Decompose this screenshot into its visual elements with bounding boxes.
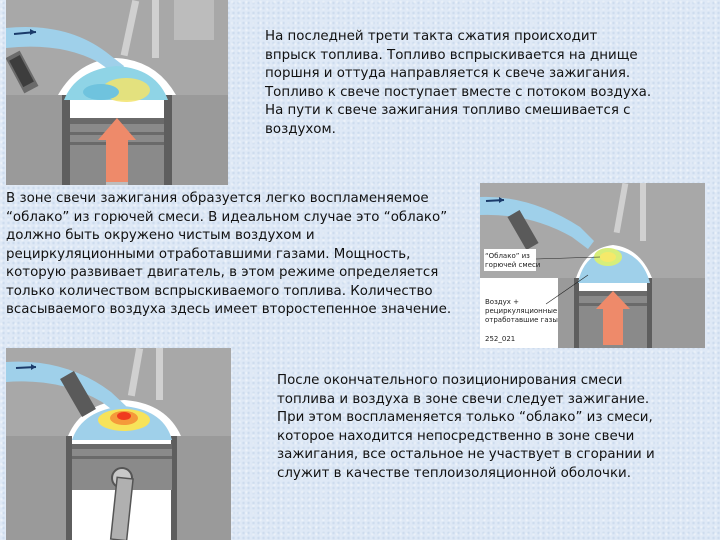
- valve-stem-exhaust: [156, 348, 163, 400]
- valve-stem-exhaust: [640, 183, 646, 241]
- cylinder-wall-left: [6, 436, 70, 540]
- paragraph-cloud: В зоне свечи зажигания образуется легко …: [6, 190, 478, 320]
- label-cloud-line1: “Облако” из: [485, 252, 530, 260]
- cylinder-wall-left: [6, 95, 68, 185]
- cylinder-wall-right: [174, 436, 231, 540]
- ignition-flame: [117, 412, 131, 420]
- label-air-line2: рециркуляционные: [485, 307, 557, 315]
- paragraph-ignition: После окончательного позиционирования см…: [277, 372, 717, 483]
- paragraph-compression: На последней трети такта сжатия происход…: [265, 28, 705, 139]
- figure-ignition: [6, 348, 231, 540]
- figure-injection: [6, 0, 228, 185]
- label-air-line1: Воздух +: [485, 298, 519, 306]
- cylinder-wall-right: [166, 95, 228, 185]
- cylinder-wall-left: [558, 278, 576, 348]
- label-cloud-line2: горючей смеси: [485, 261, 540, 269]
- engine-diagram-cloud: “Облако” из горючей смеси Воздух + рецир…: [480, 183, 705, 348]
- engine-diagram-ignition: [6, 348, 231, 540]
- figure-code: 252_021: [485, 335, 515, 343]
- label-air-line3: отработавшие газы: [485, 316, 558, 324]
- cylinder-wall-right: [650, 278, 705, 348]
- figure-cloud: “Облако” из горючей смеси Воздух + рецир…: [480, 183, 705, 348]
- engine-diagram-injection: [6, 0, 228, 185]
- valve-stem-exhaust: [152, 0, 159, 58]
